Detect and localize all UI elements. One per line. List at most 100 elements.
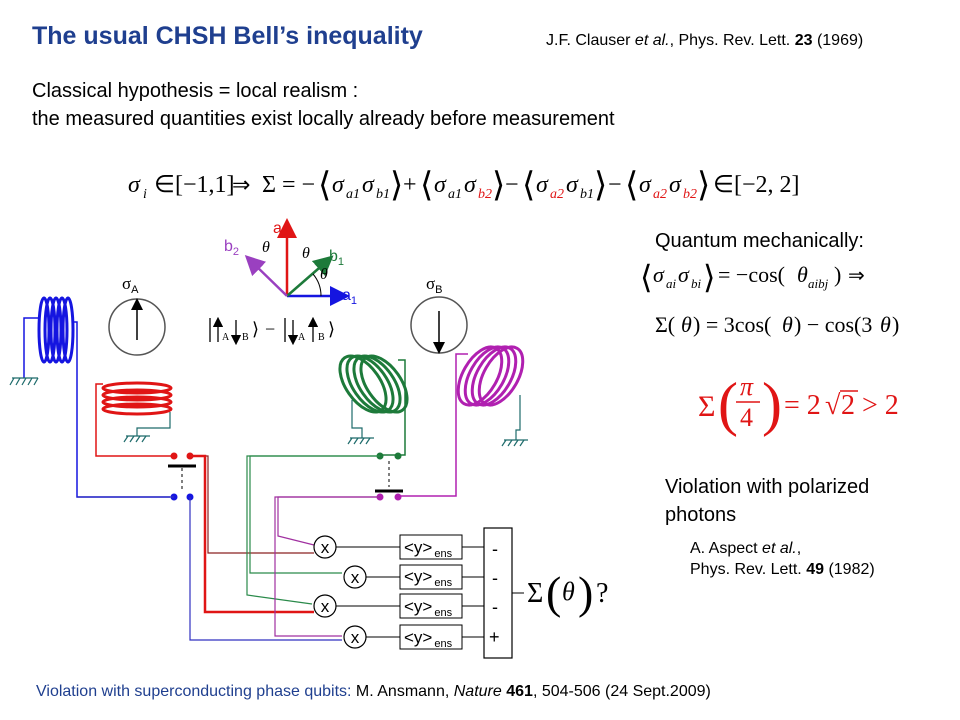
switch-a (168, 452, 196, 501)
svg-text:−: − (265, 319, 275, 339)
svg-text:) − cos(3: ) − cos(3 (794, 312, 872, 337)
aspect-etal: et al. (762, 540, 797, 557)
label-b1: b1 (329, 248, 344, 268)
ground-1 (9, 377, 39, 386)
chsh-formula: σ i ∈ [−1,1] ⇒ Σ = − ⟨ σ a1 σ b1 ⟩ + ⟨ σ… (128, 167, 800, 204)
svg-text:π: π (740, 372, 754, 401)
svg-text:∈: ∈ (713, 172, 734, 198)
svg-text:B: B (242, 332, 249, 343)
svg-text:σ: σ (678, 262, 690, 287)
multiplier-2: x (343, 565, 400, 589)
svg-text:Σ = −: Σ = − (262, 172, 315, 198)
svg-text:) = 3cos(: ) = 3cos( (693, 312, 771, 337)
svg-text:a1: a1 (346, 187, 360, 202)
svg-text:θ: θ (562, 577, 575, 606)
svg-text:⟩: ⟩ (594, 167, 607, 204)
purple-coil (400, 345, 525, 497)
ground-4 (501, 439, 528, 447)
aspect-journal: Phys. Rev. Lett. (690, 561, 802, 578)
svg-text:⟩: ⟩ (697, 167, 710, 204)
footer-journal: Nature (453, 683, 502, 700)
svg-text:(: ( (546, 567, 561, 618)
aspect-authors: A. Aspect (690, 540, 758, 557)
svg-text:⇒: ⇒ (232, 172, 250, 197)
svg-text:b1: b1 (376, 187, 390, 202)
svg-text:> 2: > 2 (862, 390, 899, 421)
red-coil (95, 381, 176, 457)
ensemble-average-boxes: <y>ens <y>ens <y>ens <y>ens (399, 534, 484, 650)
svg-text:θ: θ (681, 312, 692, 337)
svg-text:a2: a2 (653, 187, 667, 202)
violation-label-line-1: Violation with polarized (665, 476, 870, 498)
ens-label-4: <y>ens (404, 628, 453, 650)
svg-text:x: x (351, 568, 360, 587)
footer-pages: , 504-506 (24 Sept.2009) (532, 683, 711, 700)
theta-label-3: θ (320, 266, 328, 283)
ens-label-3: <y>ens (404, 597, 453, 619)
svg-text:σ: σ (566, 172, 579, 198)
svg-text:): ) (762, 371, 782, 437)
svg-text:∈: ∈ (154, 172, 175, 198)
svg-text:b1: b1 (580, 187, 594, 202)
svg-text:a2: a2 (550, 187, 564, 202)
svg-text:): ) (578, 567, 593, 618)
svg-text:θ: θ (880, 312, 891, 337)
ground-3 (347, 437, 374, 445)
label-a1: a1 (342, 287, 357, 307)
svg-text:aibj: aibj (808, 276, 829, 291)
svg-text:bi: bi (691, 276, 702, 291)
svg-text:⟨: ⟨ (420, 167, 433, 204)
svg-text:⟩: ⟩ (390, 167, 403, 204)
sign-1: - (492, 539, 498, 559)
b2-vector (244, 255, 288, 297)
svg-text:b2: b2 (683, 187, 697, 202)
green-coil (338, 354, 409, 456)
svg-text:θ: θ (797, 262, 808, 287)
svg-text:i: i (143, 187, 147, 202)
svg-text:σ: σ (332, 172, 345, 198)
svg-text:(: ( (718, 371, 738, 437)
sigma-theta-output: Σ ( θ ) ? (527, 567, 608, 618)
svg-text:[−2, 2]: [−2, 2] (734, 172, 800, 198)
theta-label-1: θ (262, 239, 270, 256)
svg-text:⇒: ⇒ (848, 265, 865, 287)
svg-text:√: √ (825, 390, 841, 421)
qm-formula-2: Σ( θ ) = 3cos( θ ) − cos(3 θ ) (655, 312, 899, 337)
svg-text:σ: σ (128, 172, 141, 198)
svg-text:a1: a1 (448, 187, 462, 202)
svg-text:⟨: ⟨ (640, 259, 652, 295)
svg-text:A: A (222, 332, 230, 343)
svg-text:θ: θ (782, 312, 793, 337)
svg-text:σ: σ (362, 172, 375, 198)
svg-text:⟩: ⟩ (703, 259, 715, 295)
sigma-a-label: σA (122, 274, 139, 296)
svg-text:= −cos(: = −cos( (718, 262, 785, 287)
svg-text:−: − (505, 172, 519, 198)
svg-text:x: x (351, 628, 360, 647)
citation-year: (1969) (816, 32, 864, 49)
citation-journal: , Phys. Rev. Lett. (669, 32, 791, 49)
svg-text:σ: σ (464, 172, 477, 198)
violation-label-line-2: photons (665, 504, 737, 526)
svg-text:4: 4 (740, 403, 753, 432)
footer-volume: 461 (506, 683, 533, 700)
theta-arc (312, 273, 322, 297)
aspect-volume: 49 (806, 561, 824, 578)
bell-state-ket: A B ⟩ − A B ⟩ (209, 316, 335, 346)
footer-prefix: Violation with superconducting phase qub… (36, 683, 352, 700)
svg-text:+: + (403, 172, 417, 198)
citation-clauser: J.F. Clauser et al., Phys. Rev. Lett. 23… (546, 32, 863, 50)
svg-text:σ: σ (639, 172, 652, 198)
page-title: The usual CHSH Bell’s inequality (32, 22, 423, 50)
summer-box: - - - + (483, 527, 524, 659)
multiplier-3: x (313, 594, 400, 618)
footer-authors: M. Ansmann, (355, 683, 450, 700)
ground-2 (123, 435, 150, 443)
label-a2: a2 (273, 220, 288, 240)
b1-vector (286, 255, 334, 297)
svg-text:?: ? (596, 578, 608, 609)
svg-text:Σ: Σ (527, 578, 543, 609)
svg-text:σ: σ (434, 172, 447, 198)
sigma-b-label: σB (426, 274, 443, 296)
